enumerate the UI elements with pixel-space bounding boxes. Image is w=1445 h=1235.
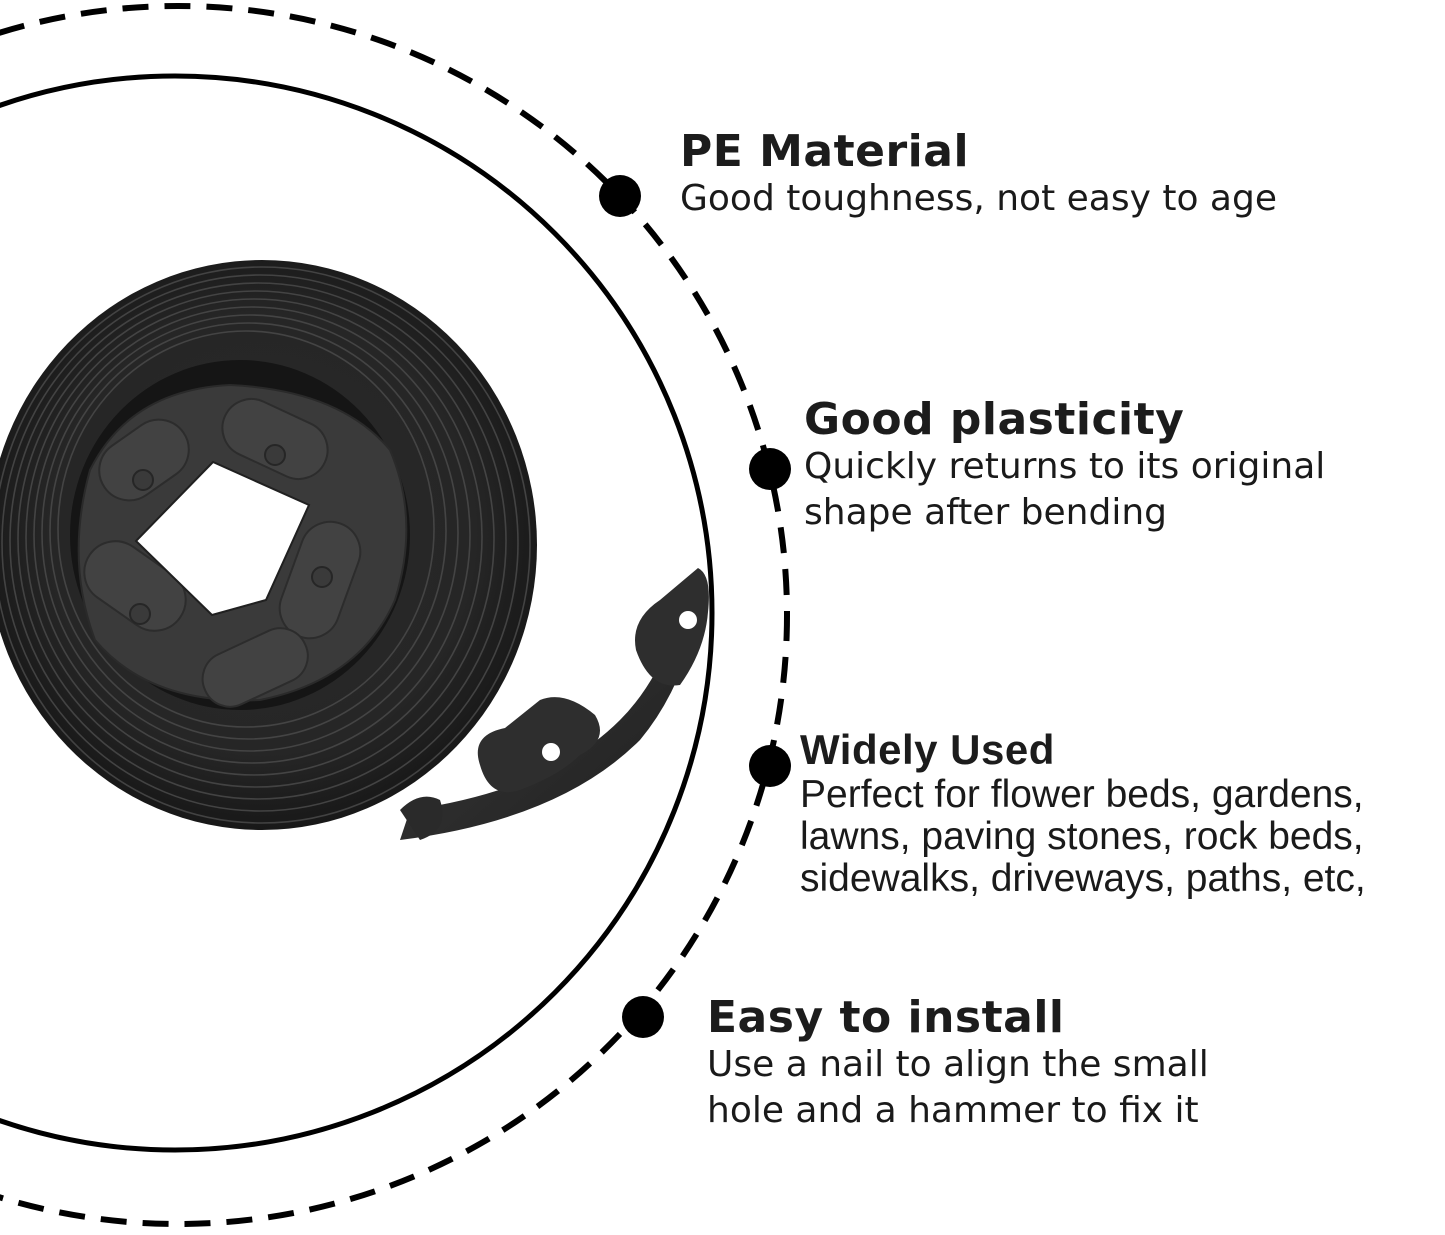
edging-coil-image bbox=[0, 260, 709, 840]
feature-widely-used: Widely Used Perfect for flower beds, gar… bbox=[800, 726, 1366, 900]
feature-title: Widely Used bbox=[800, 726, 1055, 773]
bullet-dot-3-icon bbox=[749, 745, 791, 787]
bullet-dot-2-icon bbox=[749, 448, 791, 490]
feature-easy-to-install: Easy to install Use a nail to align the … bbox=[707, 994, 1209, 1134]
feature-description-line: Perfect for flower beds, gardens, bbox=[800, 773, 1364, 816]
feature-pe-material: PE Material Good toughness, not easy to … bbox=[680, 128, 1277, 222]
feature-good-plasticity: Good plasticity Quickly returns to its o… bbox=[804, 396, 1325, 536]
feature-title: Easy to install bbox=[707, 992, 1065, 1043]
bullet-dot-4-icon bbox=[622, 996, 664, 1038]
feature-title: PE Material bbox=[680, 126, 970, 177]
dashed-outer-ring bbox=[0, 3, 790, 1227]
bullet-dot-1-icon bbox=[599, 175, 641, 217]
feature-description-line: shape after bending bbox=[804, 492, 1168, 533]
feature-description-line: lawns, paving stones, rock beds, bbox=[800, 815, 1364, 858]
feature-title: Good plasticity bbox=[804, 394, 1185, 445]
solid-inner-ring bbox=[0, 73, 715, 1153]
feature-description-line: sidewalks, driveways, paths, etc, bbox=[800, 857, 1366, 900]
feature-description-line: hole and a hammer to fix it bbox=[707, 1090, 1199, 1131]
feature-description-line: Good toughness, not easy to age bbox=[680, 178, 1277, 219]
feature-description-line: Use a nail to align the small bbox=[707, 1044, 1209, 1085]
feature-description-line: Quickly returns to its original bbox=[804, 446, 1326, 487]
